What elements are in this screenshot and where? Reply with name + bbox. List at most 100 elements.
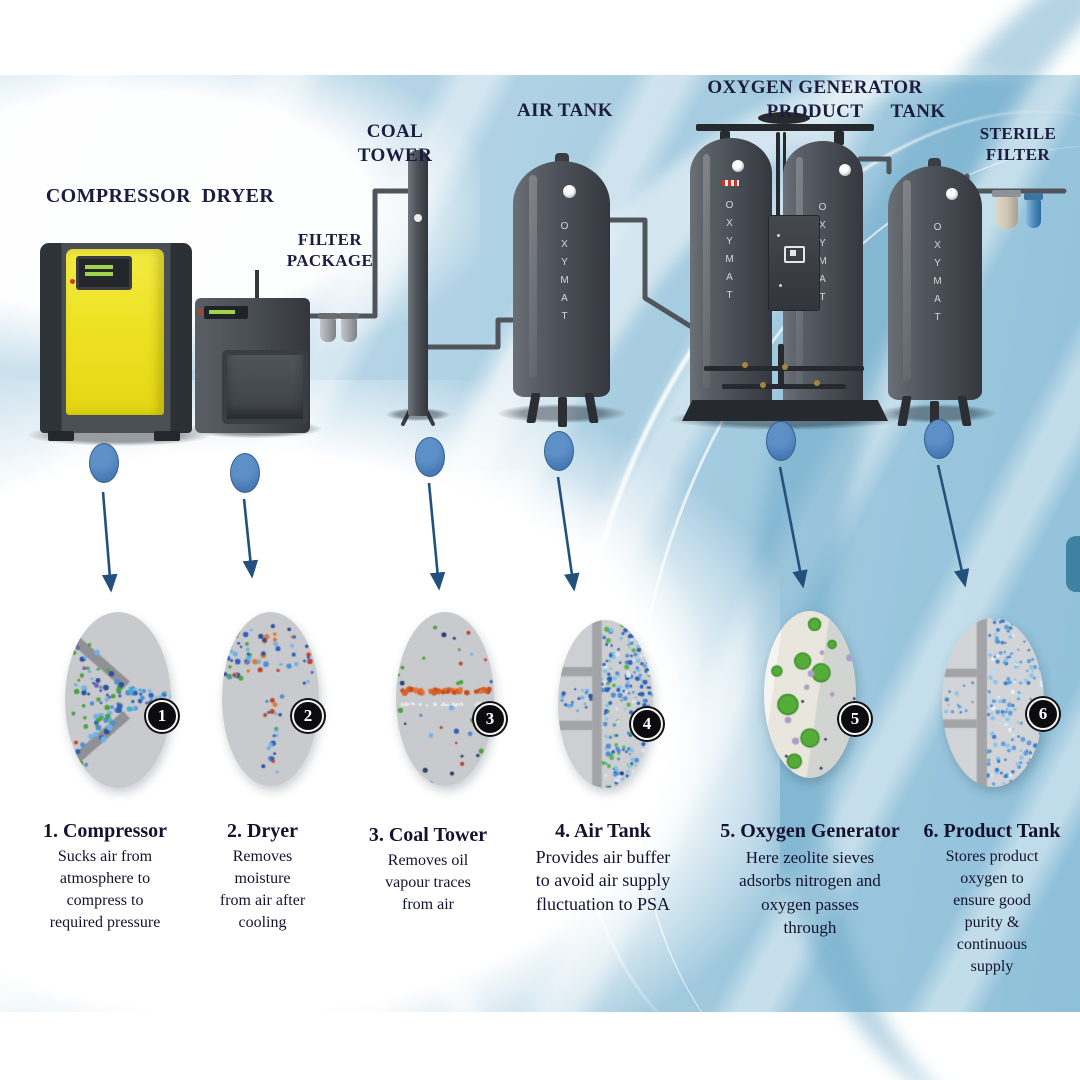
step-title: 3. Coal Tower	[368, 824, 488, 846]
step-description-3: 3. Coal Tower Removes oil vapour traces …	[358, 824, 498, 916]
step-body: Sucks air from atmosphere to compress to…	[49, 848, 161, 932]
coal-tower-joint	[414, 214, 422, 222]
background-right-edge-mark	[1066, 536, 1080, 592]
product-tank-valve	[928, 158, 941, 167]
generator-lower-pipe	[778, 344, 784, 388]
generator-control-box	[768, 215, 820, 311]
dryer-indicator-light	[198, 309, 203, 314]
product-tank-brand-label: OXYMAT	[932, 222, 943, 330]
air-tank-leg	[558, 397, 567, 427]
generator-left-port	[732, 160, 744, 172]
coal-tower-pipe	[408, 150, 428, 416]
step-badge-1: 1	[146, 700, 178, 732]
air-tank-vessel: OXYMAT	[513, 153, 613, 429]
generator-center-pipe	[776, 132, 780, 227]
brass-fitting	[742, 362, 748, 368]
particle-canvas-1	[65, 612, 171, 788]
step-badge-6: 6	[1027, 698, 1059, 730]
coal-tower-column	[408, 150, 434, 430]
magnified-view-3	[396, 612, 494, 786]
callout-dot-6	[924, 419, 954, 459]
step-title: 2. Dryer	[226, 820, 299, 842]
step-badge-4: 4	[631, 708, 663, 740]
step-title: 6. Product Tank	[923, 820, 1061, 842]
generator-warning-tag	[722, 180, 739, 186]
magnified-view-4	[558, 620, 653, 788]
compressor-foot	[154, 431, 180, 441]
generator-right-brand-label: OXYMAT	[817, 202, 828, 310]
control-led	[779, 284, 782, 287]
label-compressor-dryer: COMPRESSOR DRYER	[45, 185, 275, 207]
step-body: Here zeolite sieves adsorbs nitrogen and…	[739, 848, 881, 938]
label-coal-tower: COAL TOWER	[357, 121, 433, 166]
step-body: Removes moisture from air after cooling	[219, 848, 306, 932]
brass-fitting	[782, 364, 788, 370]
step-badge-3: 3	[474, 703, 506, 735]
compressor-indicator-light	[70, 279, 75, 284]
step-badge-2: 2	[292, 700, 324, 732]
control-led	[777, 234, 780, 237]
sterile-filter-cartridge	[1024, 193, 1043, 228]
callout-dot-1	[89, 443, 119, 483]
label-filter-package: FILTER PACKAGE	[286, 230, 374, 271]
step-description-5: 5. Oxygen Generator Here zeolite sieves …	[705, 820, 915, 940]
step-description-1: 1. Compressor Sucks air from atmosphere …	[15, 820, 195, 934]
control-screen-icon	[784, 246, 805, 263]
dryer-machine	[195, 270, 310, 433]
callout-dot-2	[230, 453, 260, 493]
product-tank-body	[888, 166, 982, 400]
step-description-2: 2. Dryer Removes moisture from air after…	[195, 820, 330, 934]
dryer-antenna	[255, 270, 259, 300]
particle-canvas-4	[558, 620, 653, 788]
generator-base-platform	[682, 400, 888, 421]
particle-canvas-3	[396, 612, 494, 786]
generator-right-port	[839, 164, 851, 176]
air-tank-port	[563, 185, 576, 198]
magnified-view-2	[222, 612, 319, 786]
air-tank-body	[513, 161, 610, 397]
oxygen-generator-unit: OXYMAT OXYMAT	[682, 112, 888, 424]
step-body: Provides air buffer to avoid air supply …	[535, 847, 671, 914]
compressor-display	[76, 256, 132, 290]
brass-fitting	[760, 382, 766, 388]
dryer-recessed-panel	[222, 350, 308, 424]
sterile-filter-bowl	[992, 190, 1021, 229]
product-tank-port	[946, 188, 958, 200]
dryer-display	[204, 306, 248, 319]
compressor-foot	[48, 431, 74, 441]
compressor-machine	[40, 243, 192, 443]
step-description-6: 6. Product Tank Stores product oxygen to…	[912, 820, 1072, 978]
callout-dot-4	[544, 431, 574, 471]
air-tank-valve	[555, 153, 569, 162]
callout-dot-3	[415, 437, 445, 477]
step-title: 4. Air Tank	[555, 820, 651, 842]
label-oxygen-generator-product: OXYGEN GENERATOR PRODUCT	[707, 77, 933, 122]
step-title: 1. Compressor	[42, 820, 168, 842]
step-description-4: 4. Air Tank Provides air buffer to avoid…	[518, 820, 688, 916]
particle-canvas-5	[764, 611, 856, 778]
particle-canvas-6	[942, 618, 1044, 787]
step-body: Removes oil vapour traces from air	[385, 852, 471, 914]
filter-package-unit	[318, 313, 338, 342]
brass-fitting	[814, 380, 820, 386]
particle-canvas-2	[222, 612, 319, 786]
step-badge-5: 5	[839, 703, 871, 735]
product-tank-leg	[930, 401, 939, 431]
label-product-tank: TANK	[890, 101, 946, 122]
callout-dot-5	[766, 421, 796, 461]
magnified-view-5	[764, 611, 856, 778]
magnified-view-6	[942, 618, 1044, 787]
filter-package-unit	[339, 313, 359, 342]
air-tank-brand-label: OXYMAT	[559, 221, 570, 329]
generator-lower-pipe	[722, 384, 846, 389]
label-sterile-filter: STERILE FILTER	[979, 124, 1057, 165]
generator-left-brand-label: OXYMAT	[724, 200, 735, 308]
generator-manifold-stub	[834, 131, 844, 145]
step-body: Stores product oxygen to ensure good pur…	[945, 848, 1039, 976]
magnified-view-1	[65, 612, 171, 788]
generator-manifold	[696, 124, 874, 131]
product-tank-vessel: OXYMAT	[888, 158, 984, 431]
generator-top-disc	[758, 112, 810, 124]
